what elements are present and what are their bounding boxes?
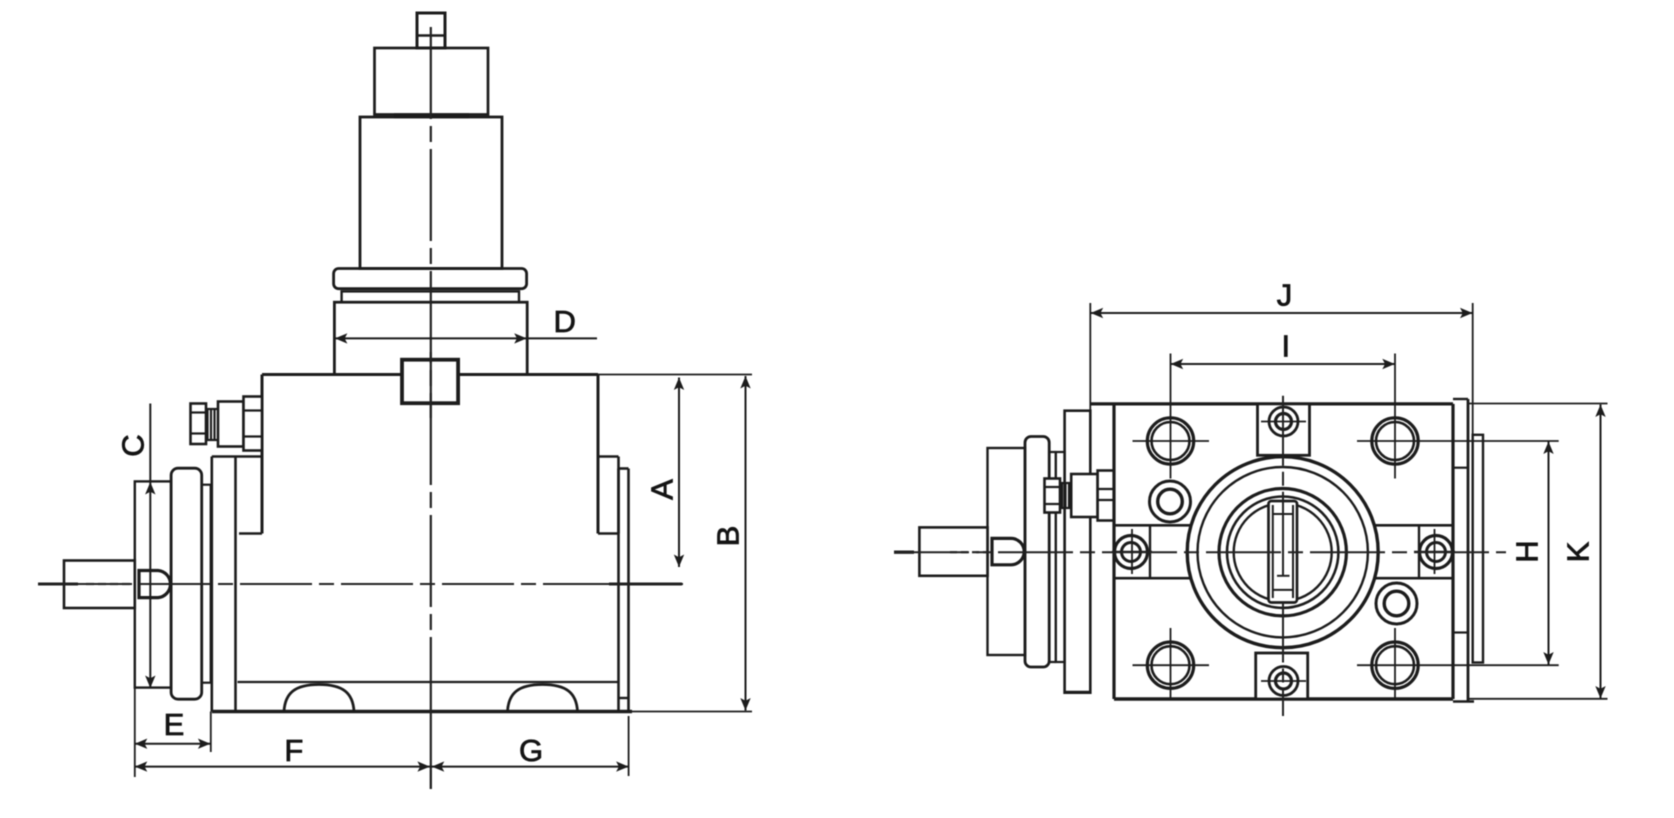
svg-text:G: G [519,733,543,768]
svg-text:K: K [1561,541,1596,562]
svg-text:B: B [711,526,746,547]
svg-text:C: C [116,434,151,456]
svg-text:A: A [645,479,680,500]
svg-text:J: J [1277,278,1293,313]
svg-text:D: D [554,304,576,339]
svg-text:F: F [284,733,303,768]
svg-text:E: E [164,707,185,742]
svg-text:H: H [1510,540,1545,562]
svg-text:I: I [1281,329,1290,364]
